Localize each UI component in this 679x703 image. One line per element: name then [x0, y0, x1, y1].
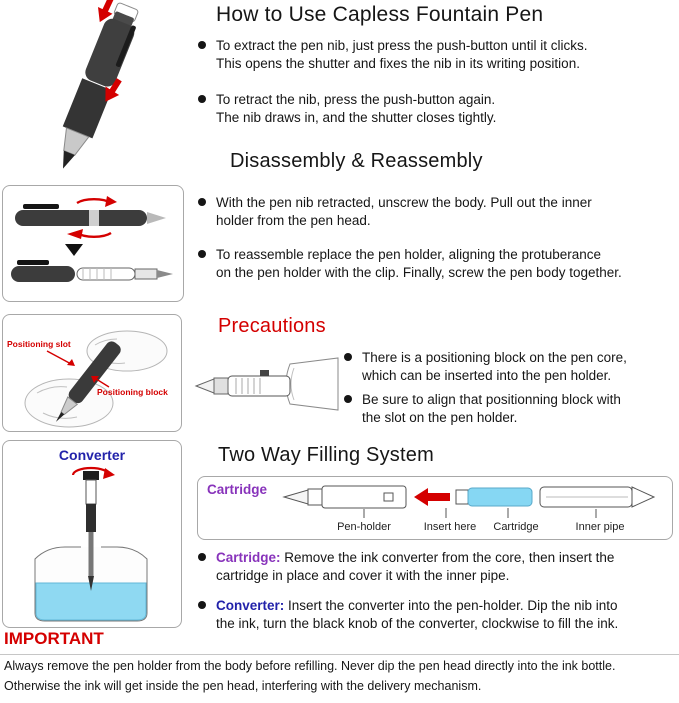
- positioning-slot-label: Positioning slot: [7, 339, 71, 349]
- bullet-text: Cartridge: Remove the ink converter from…: [216, 549, 614, 585]
- nib: [194, 378, 215, 394]
- red-arrowhead-icon: [67, 359, 75, 366]
- precautions-title: Precautions: [218, 315, 326, 337]
- instruction-bullet: Converter: Insert the converter into the…: [198, 597, 674, 633]
- bullet-text: There is a positioning block on the pen …: [362, 350, 627, 384]
- hands-holding-pen-illustration: Positioning slot Positioning block: [7, 330, 168, 428]
- inner-pipe-label: Inner pipe: [576, 521, 625, 533]
- bullet-text: With the pen nib retracted, unscrew the …: [216, 195, 592, 229]
- positioning-block: [260, 370, 269, 376]
- bullet-icon: [198, 601, 206, 609]
- cartridge-diagram-title: Cartridge: [207, 482, 268, 497]
- converter-nib: [88, 576, 94, 591]
- cartridge-label: Cartridge: [493, 521, 538, 533]
- positioning-block-label: Positioning block: [97, 387, 168, 397]
- instruction-bullet: Be sure to align that positionning block…: [344, 391, 672, 427]
- positioning-illustration: Positioning slot Positioning block: [2, 314, 182, 432]
- pen-core-illustration: [194, 350, 342, 432]
- instruction-bullet: There is a positioning block on the pen …: [344, 349, 672, 385]
- cartridge-instruction: Remove the ink converter from the core, …: [216, 550, 615, 584]
- instruction-bullet: To retract the nib, press the push-butto…: [198, 91, 670, 127]
- converter-knob: [83, 471, 99, 480]
- sleeve-outline: [285, 357, 339, 411]
- converter-in-bottle-illustration: [34, 466, 148, 622]
- bullet-icon: [344, 353, 352, 361]
- divider: [0, 654, 679, 655]
- how-to-use-title: How to Use Capless Fountain Pen: [216, 3, 544, 26]
- bullet-text: To extract the pen nib, just press the p…: [216, 38, 588, 72]
- important-line: Otherwise the ink will get inside the pe…: [4, 679, 482, 693]
- pen-holder-part: [321, 485, 407, 509]
- converter-instruction: Insert the converter into the pen-holder…: [216, 598, 619, 632]
- instruction-bullet: To reassemble replace the pen holder, al…: [198, 246, 670, 282]
- bullet-icon: [198, 553, 206, 561]
- bullet-text: To retract the nib, press the push-butto…: [216, 92, 497, 126]
- cartridge-parts-illustration: Pen-holder Insert here Cartridge Inner p…: [282, 485, 656, 533]
- red-arrowhead-icon: [91, 376, 99, 383]
- bullet-icon: [198, 198, 206, 206]
- red-arrow-icon: [105, 78, 122, 102]
- cartridge-part: [467, 487, 533, 507]
- converter-lead: Converter:: [216, 598, 285, 613]
- insert-here-label: Insert here: [424, 521, 477, 533]
- insert-hole: [383, 492, 394, 502]
- red-arrow-icon: [98, 0, 114, 23]
- two-way-title: Two Way Filling System: [218, 444, 434, 466]
- nib: [282, 489, 309, 505]
- pen-press-illustration: [62, 0, 139, 169]
- disassembly-illustration: [2, 185, 184, 302]
- bullet-text: Converter: Insert the converter into the…: [216, 597, 618, 633]
- core-insert-illustration: [194, 357, 339, 411]
- ink-fill: [35, 582, 147, 621]
- bullet-icon: [198, 41, 206, 49]
- disassembly-title: Disassembly & Reassembly: [230, 150, 483, 172]
- down-triangle-icon: [65, 244, 83, 256]
- important-line: Always remove the pen holder from the bo…: [4, 659, 616, 673]
- converter-illustration: Converter: [2, 440, 182, 628]
- bullet-text: To reassemble replace the pen holder, al…: [216, 247, 622, 281]
- rotate-arrow-icon: [76, 231, 112, 238]
- unscrew-pen-illustration: [11, 196, 173, 282]
- bullet-icon: [198, 250, 206, 258]
- red-arrow-icon: [414, 488, 450, 506]
- pen-in-hands: [55, 341, 121, 422]
- important-title: IMPORTANT: [4, 629, 104, 648]
- capless-pen: [62, 2, 139, 169]
- instruction-bullet: With the pen nib retracted, unscrew the …: [198, 194, 670, 230]
- bullet-text: Be sure to align that positionning block…: [362, 392, 621, 426]
- converter-illustration-title: Converter: [58, 447, 126, 463]
- cartridge-lead: Cartridge:: [216, 550, 281, 565]
- bullet-icon: [344, 395, 352, 403]
- instruction-bullet: To extract the pen nib, just press the p…: [198, 37, 670, 73]
- instruction-bullet: Cartridge: Remove the ink converter from…: [198, 549, 674, 585]
- bullet-icon: [198, 95, 206, 103]
- cartridge-diagram: Cartridge Pen-holder Insert here Cartrid…: [197, 476, 673, 540]
- push-button-pen-illustration: [0, 0, 190, 178]
- pen-holder-label: Pen-holder: [337, 521, 391, 533]
